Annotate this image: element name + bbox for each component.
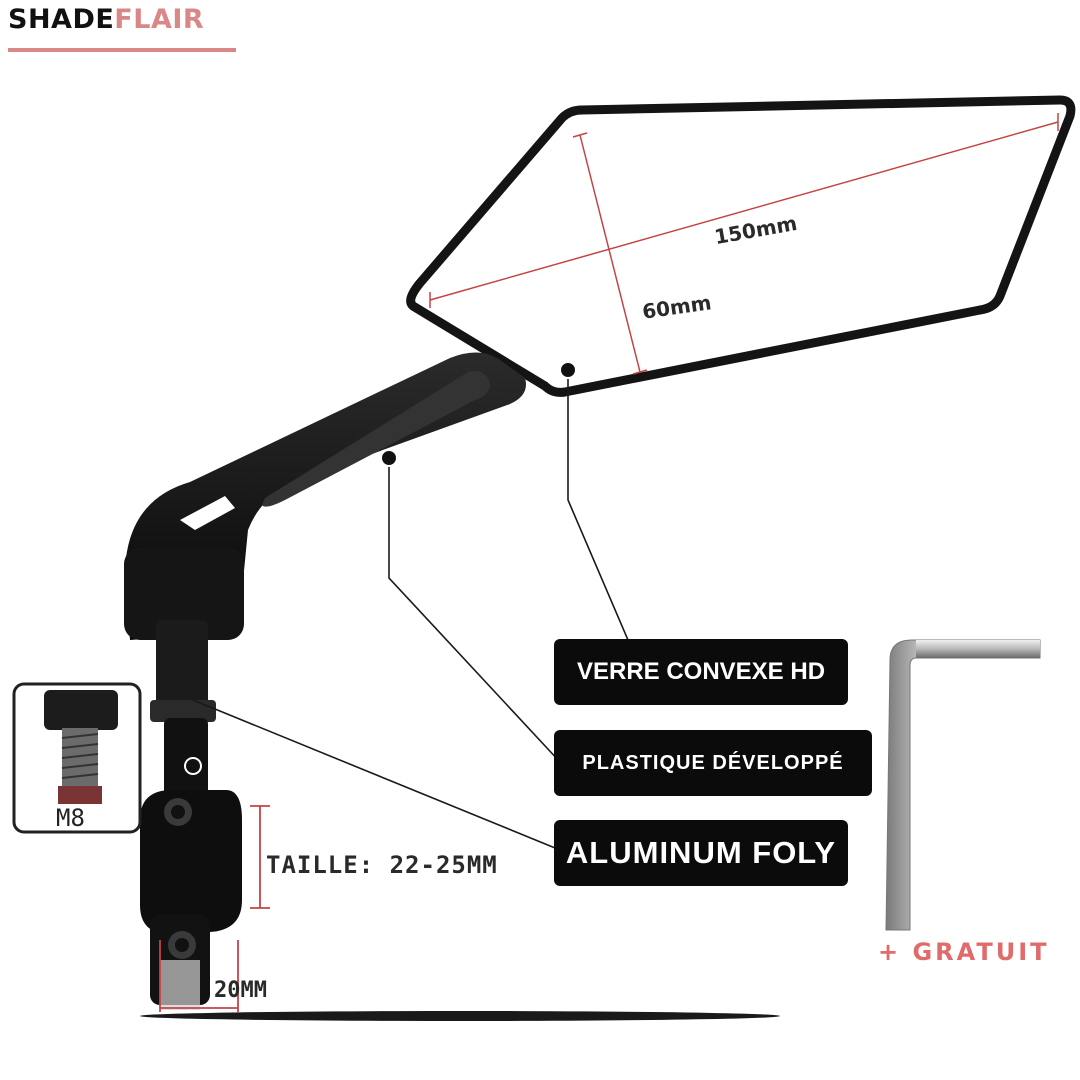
handlebar-clamp: [140, 790, 242, 934]
arm-cutout: [180, 496, 235, 530]
bolt-nut: [58, 786, 102, 804]
clamp-bolt-top-inner: [171, 805, 185, 819]
bolt-threads: [61, 733, 99, 779]
floor-shadow: [140, 1011, 780, 1021]
callout-leaders: [192, 370, 629, 851]
hex-key-icon: [885, 639, 1041, 931]
neck-nut: [150, 700, 216, 722]
feature-label-aluminum: ALUMINUM FOLY: [554, 820, 848, 886]
mirror-dimension-lines: [429, 113, 1059, 375]
feature-label-glass: VERRE CONVEXE HD: [554, 639, 848, 705]
feature-label-plastic: PLASTIQUE DÉVELOPPÉ: [554, 730, 872, 796]
mirror-frame: [406, 95, 1076, 397]
brand-name-part2: FLAIR: [114, 4, 205, 35]
clamp-width-label: 20MM: [214, 978, 267, 1003]
joint-block: [124, 548, 244, 640]
clamp-dimension-lines: [159, 805, 270, 1012]
bolt-size-label: M8: [56, 804, 85, 832]
bolt-head: [44, 690, 118, 730]
callout-dot-aluminum: [184, 757, 202, 775]
brand-name-part1: SHADE: [8, 4, 115, 35]
clamp-shine: [160, 960, 200, 1010]
brand-logo: SHADEFLAIR: [8, 4, 204, 36]
brand-underline: [8, 48, 236, 52]
arm-groove: [262, 370, 490, 507]
callout-dot-plastic: [380, 449, 398, 467]
free-bonus-label: + GRATUIT: [878, 938, 1050, 966]
clamp-size-label: TAILLE: 22-25MM: [266, 851, 498, 879]
neck: [156, 620, 208, 710]
callout-dot-glass: [559, 361, 577, 379]
